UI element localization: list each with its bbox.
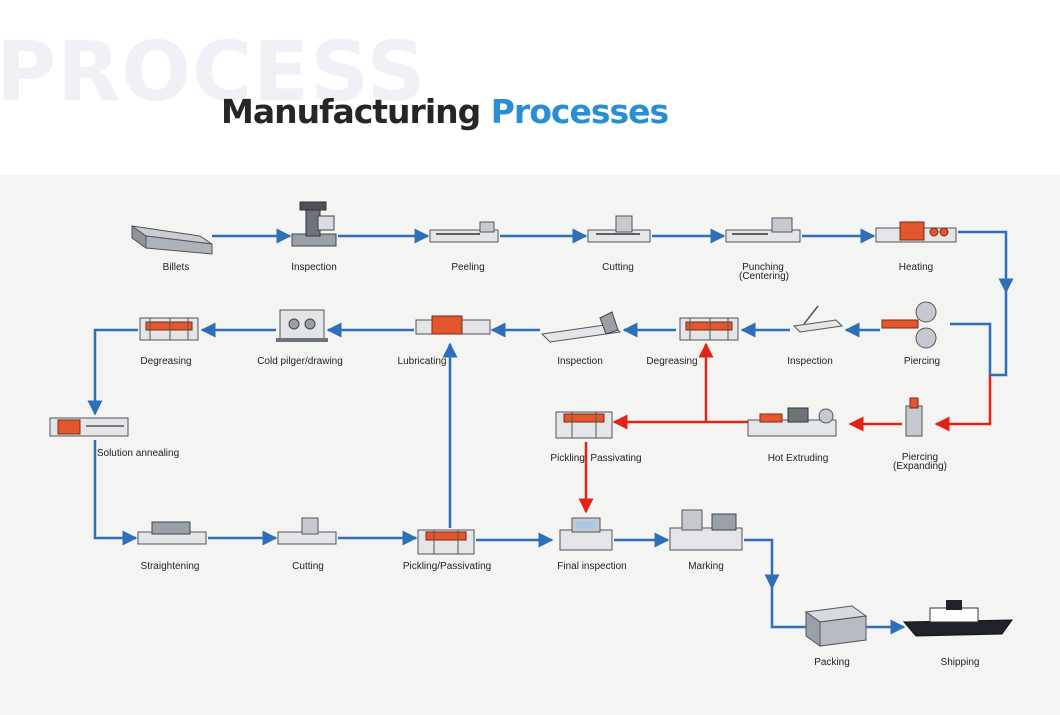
label-cutting-2: Cutting	[292, 561, 324, 572]
label-straightening: Straightening	[141, 561, 200, 572]
cold-pilger-icon	[276, 309, 328, 342]
lubricating-machine-icon	[415, 315, 491, 335]
label-inspection-2: Inspection	[787, 356, 833, 367]
arrow-marking-to-shipping-lane	[744, 538, 780, 590]
title-accent: Processes	[490, 92, 669, 131]
label-hot-extruding: Hot Extruding	[768, 453, 829, 464]
packing-bundle-icon	[804, 605, 868, 647]
watermark-process: PROCESS	[0, 25, 427, 120]
billets-icon	[131, 225, 213, 255]
degreasing-tank-icon	[679, 317, 739, 341]
arrow-degreasing-to-annealing	[87, 328, 138, 416]
annealing-furnace-icon	[49, 417, 129, 437]
peeling-machine-icon	[429, 221, 499, 243]
label-lubricating: Lubricating	[398, 356, 447, 367]
arrow-annealing-to-straightening	[93, 440, 138, 546]
title-main: Manufacturing	[221, 92, 481, 131]
pickling-tank-icon-2	[417, 529, 475, 555]
cutting-machine-icon-2	[277, 517, 337, 545]
inspection-machine-icon	[291, 201, 337, 247]
flow-lines	[87, 228, 1014, 635]
label-shipping: Shipping	[941, 657, 980, 668]
heating-furnace-icon	[875, 221, 957, 243]
page-title: Manufacturing Processes	[221, 92, 669, 132]
diagram-panel	[0, 175, 1060, 715]
label-inspection-1: Inspection	[291, 262, 337, 273]
marking-machine-icon	[669, 509, 743, 551]
label-degreasing-1: Degreasing	[646, 356, 697, 367]
label-pickling-passivating-1: Pickling Passivating	[550, 453, 641, 464]
label-cutting-1: Cutting	[602, 262, 634, 273]
inspection-rack-icon	[540, 311, 622, 343]
final-inspection-icon	[559, 517, 613, 551]
cutting-machine-icon	[587, 215, 651, 243]
hot-extruding-press-icon	[747, 407, 837, 437]
label-piercing-expanding-sub: (Expanding)	[893, 461, 947, 472]
label-final-inspection: Final inspection	[557, 561, 626, 572]
label-marking: Marking	[688, 561, 724, 572]
label-punching-sub: (Centering)	[739, 271, 789, 282]
label-pickling-passivating-2: Pickling/Passivating	[403, 561, 491, 572]
ship-icon	[902, 600, 1013, 637]
label-piercing: Piercing	[904, 356, 940, 367]
label-peeling: Peeling	[451, 262, 484, 273]
piercing-mill-icon	[881, 301, 937, 349]
label-billets: Billets	[163, 262, 190, 273]
arrow-heating-down	[958, 230, 1014, 294]
straightening-machine-icon	[137, 521, 207, 545]
label-piercing-expanding: Piercing	[902, 452, 938, 463]
degreasing-tank-icon-2	[139, 317, 199, 341]
inspection-bench-icon	[792, 305, 844, 333]
label-inspection-3: Inspection	[557, 356, 603, 367]
step-labels: Billets Inspection Peeling Cutting Punch…	[97, 262, 980, 668]
label-degreasing-2: Degreasing	[140, 356, 191, 367]
pickling-tank-icon	[555, 411, 613, 439]
label-heating: Heating	[899, 262, 933, 273]
arrow-red-loop-to-expanding	[934, 375, 992, 432]
label-solution-annealing: Solution annealing	[97, 448, 179, 459]
arrow-loop-to-piercing	[950, 292, 1008, 377]
label-punching: Punching	[742, 262, 784, 273]
punching-machine-icon	[725, 217, 801, 243]
label-cold-pilger: Cold pilger/drawing	[257, 356, 343, 367]
label-packing: Packing	[814, 657, 850, 668]
piercing-expanding-icon	[905, 397, 923, 437]
